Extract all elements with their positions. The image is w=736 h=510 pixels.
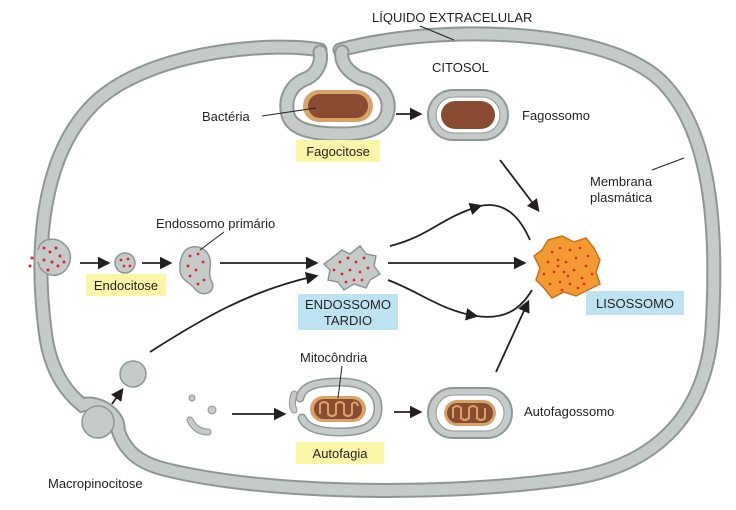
box-lysosome: LISOSSOMO (586, 291, 684, 315)
endocytic-pit (28, 238, 72, 276)
label-mitochondria: Mitocôndria (300, 350, 368, 365)
arrow-bud-to-macropinosome (111, 387, 124, 405)
cargo-dot (42, 258, 46, 262)
cargo-dot (62, 260, 66, 264)
label-plasma-membrane-line2: plasmática (590, 190, 653, 205)
box-phagocytosis: Fagocitose (296, 140, 380, 162)
label-autophagosome: Autofagossomo (524, 404, 614, 419)
svg-text:TARDIO: TARDIO (324, 313, 372, 328)
phagophore (289, 377, 383, 437)
arrow-late-endosome-down (387, 279, 479, 321)
pathway-arrows (80, 107, 540, 421)
phagosome (427, 89, 509, 141)
label-plasma-membrane-line1: Membrana (590, 174, 653, 189)
late-endosome (322, 244, 382, 291)
lysosome (533, 235, 601, 299)
macropinocytosis-bud (81, 405, 115, 439)
leader-lines (199, 25, 685, 399)
plasma-membrane (33, 26, 722, 498)
cargo-dot (56, 264, 60, 268)
box-endocytosis: Endocitose (86, 274, 166, 296)
cargo-dot (54, 246, 58, 250)
box-autophagy: Autofagia (296, 442, 384, 464)
arrow-up-to-lysosome (479, 204, 531, 241)
svg-text:Endocitose: Endocitose (94, 278, 158, 293)
cargo-dot (46, 268, 50, 272)
macropinosome (119, 360, 147, 388)
svg-text:Autofagia: Autofagia (313, 446, 369, 461)
arrow-phagosome-to-lysosome (499, 159, 540, 213)
bacterium (303, 90, 373, 122)
cargo-dot (58, 254, 62, 258)
cargo-dot (50, 260, 54, 264)
cargo-dot (30, 256, 34, 260)
cargo-dot (28, 264, 32, 268)
label-phagosome: Fagossomo (522, 108, 590, 123)
cargo-dot (42, 246, 46, 250)
mitochondrion (310, 396, 366, 422)
autophagy-membrane-fragments (186, 394, 217, 436)
arrow-late-endosome-up (389, 202, 483, 247)
arrow-macropinosome-to-late-endosome (149, 271, 319, 353)
label-primary-endosome: Endossomo primário (156, 216, 275, 231)
arrow-autophagosome-to-lysosome (495, 299, 530, 373)
cargo-dot (48, 250, 52, 254)
label-cytosol: CITOSOL (432, 60, 489, 75)
phagocytic-cup (279, 44, 396, 142)
svg-text:Fagocitose: Fagocitose (306, 144, 370, 159)
autophagosome (427, 387, 513, 439)
label-bacteria: Bactéria (202, 109, 250, 124)
svg-text:LISOSSOMO: LISOSSOMO (596, 296, 674, 311)
primary-endosome (179, 246, 214, 295)
svg-text:ENDOSSOMO: ENDOSSOMO (305, 297, 391, 312)
box-late-endosome: ENDOSSOMO TARDIO (298, 294, 398, 330)
endocytic-vesicle (114, 252, 136, 274)
arrow-down-to-lysosome (475, 289, 533, 318)
label-macropinocytosis: Macropinocitose (48, 476, 143, 491)
label-extracellular: LÍQUIDO EXTRACELULAR (372, 10, 532, 25)
